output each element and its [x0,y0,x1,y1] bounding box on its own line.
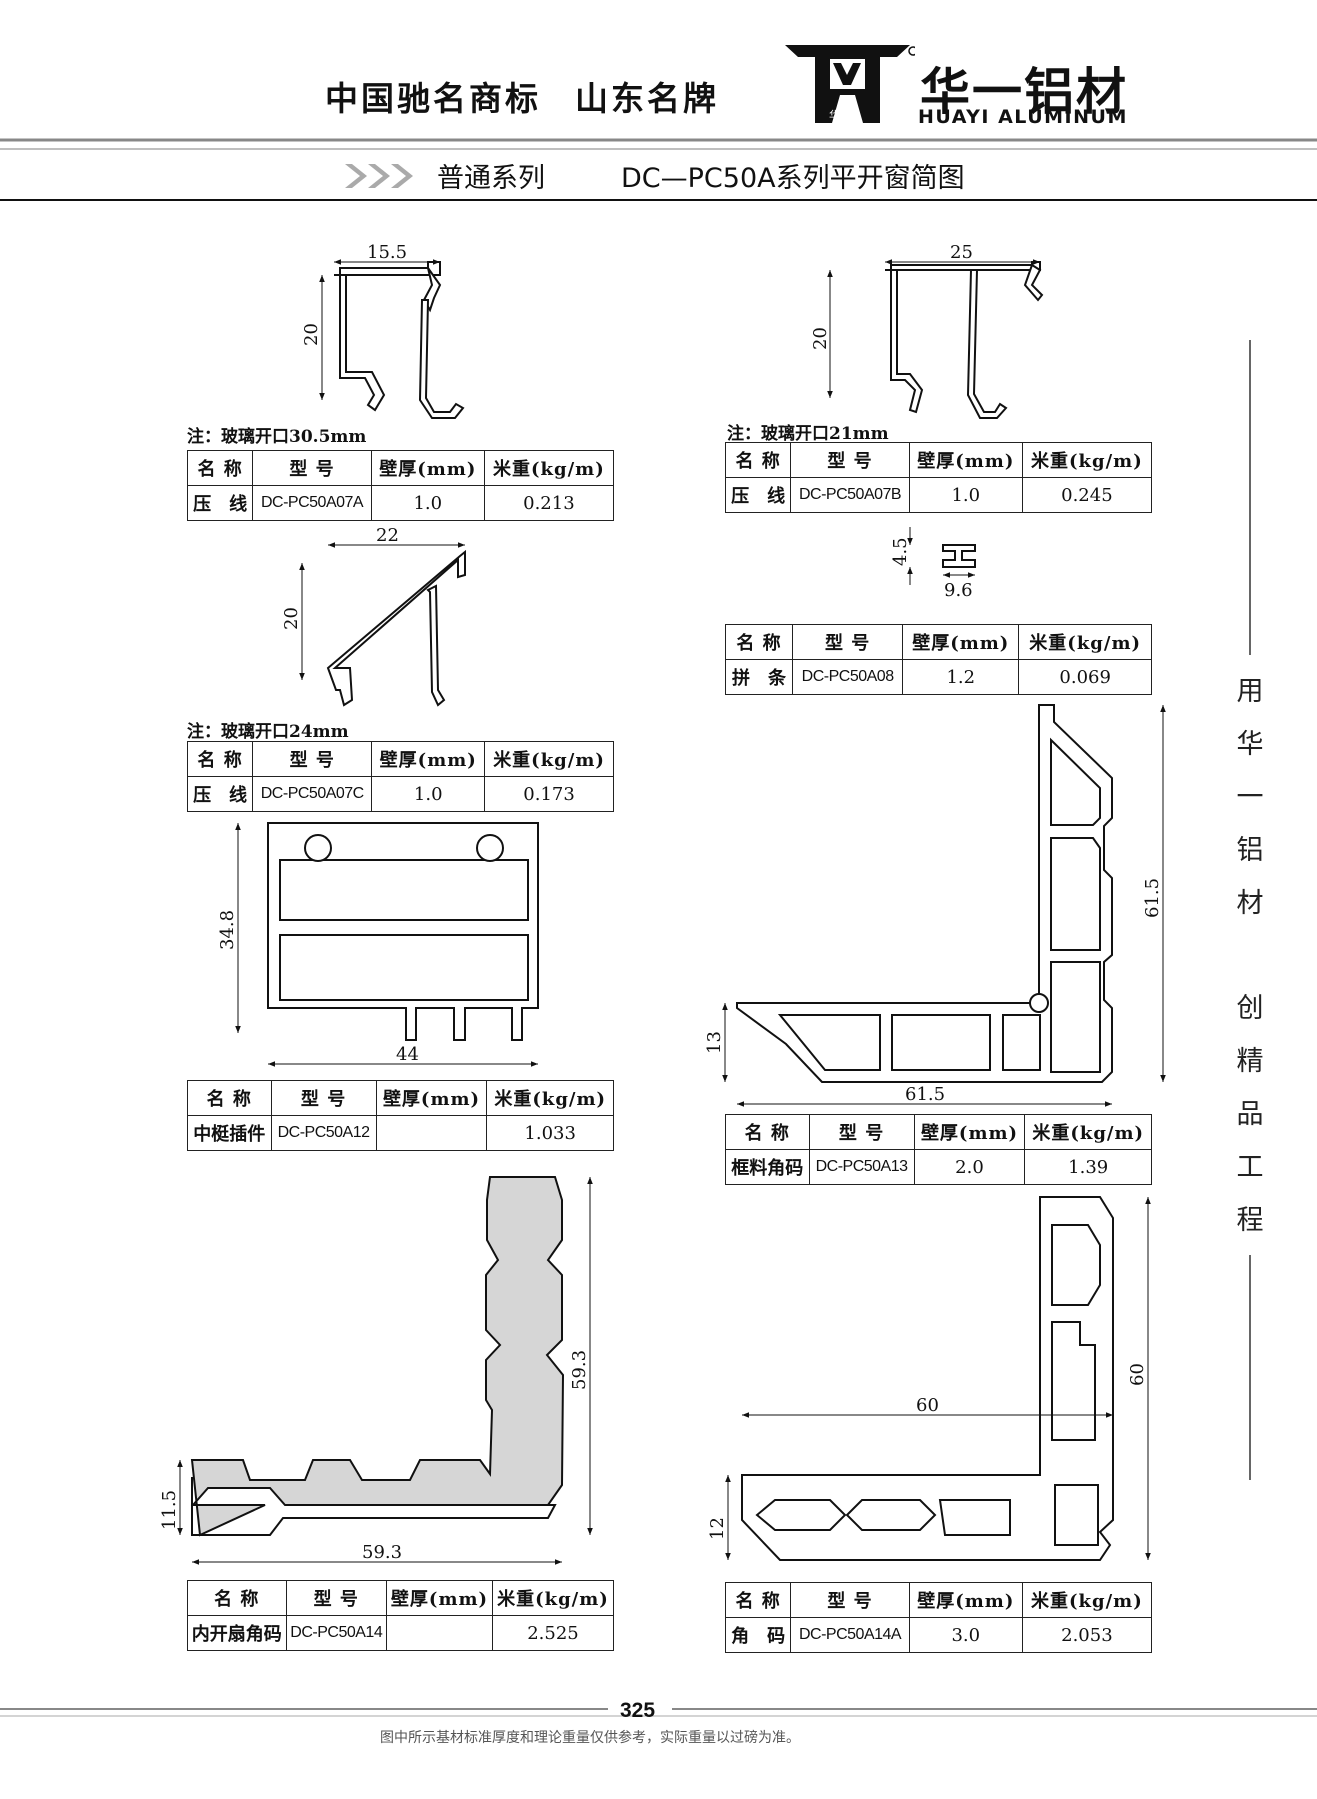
header-slogan: 中国驰名商标山东名牌 [325,72,753,120]
dim-a08-width: 9.6 [944,580,973,601]
profile-dc-pc50a07c [326,549,466,707]
dim-a07b-width: 25 [950,242,973,263]
page-number: 325 [620,1699,656,1722]
profile-dc-pc50a08 [942,544,976,568]
note-a07c: 注：玻璃开口24mm [187,722,349,742]
dim-a14-width: 59.3 [362,1542,402,1563]
slogan-shandong-brand: 山东名牌 [575,79,719,118]
profile-dc-pc50a07a [334,261,465,419]
dim-a07a-width: 15.5 [367,242,407,263]
dim-a12-height: 34.8 [217,910,238,950]
dim-a12-width: 44 [396,1044,419,1065]
header-rules [0,138,1317,201]
dim-a13-thickness: 13 [704,1031,725,1054]
dim-a14a-width: 60 [916,1395,939,1416]
dim-a08-height: 4.5 [890,537,911,566]
huayi-logo: 华一 [785,45,915,123]
brand-name-cn: 华一铝材 [920,63,1128,121]
profile-dc-pc50a07b [885,261,1044,419]
side-slogan: 用华一铝材创精品工程 [1236,676,1264,1236]
brand-name-en: HUAYI ALUMINUM [918,106,1128,128]
disclaimer: 图中所示基材标准厚度和理论重量仅供参考，实际重量以过磅为准。 [380,1730,800,1746]
note-a07b: 注：玻璃开口21mm [727,424,889,444]
logo-text: 华一 [829,108,851,122]
series-arrows-icon [345,164,413,188]
footer-rules [0,1708,1317,1717]
profile-dc-pc50a12 [267,822,539,1041]
profile-dc-pc50a13 [736,704,1113,1083]
dim-a14-height: 59.3 [569,1350,590,1390]
dim-a13-width: 61.5 [905,1084,945,1105]
dim-a07b-height: 20 [810,327,831,350]
dim-a14-thickness: 11.5 [159,1490,180,1530]
series-name: 普通系列 [437,163,545,194]
dim-a07c-height: 20 [281,607,302,630]
profile-dc-pc50a14a [741,1196,1114,1561]
slogan-famous-trademark: 中国驰名商标 [325,79,541,118]
dim-a13-height: 61.5 [1142,878,1163,918]
dim-a07c-width: 22 [376,525,399,546]
document-title: DC—PC50A系列平开窗简图 [621,163,965,194]
dim-a07a-height: 20 [301,323,322,346]
note-a07a: 注：玻璃开口30.5mm [187,427,367,447]
dim-a14a-thickness: 12 [707,1517,728,1540]
profile-dc-pc50a14 [190,1176,565,1537]
dim-a14a-height: 60 [1127,1363,1148,1386]
